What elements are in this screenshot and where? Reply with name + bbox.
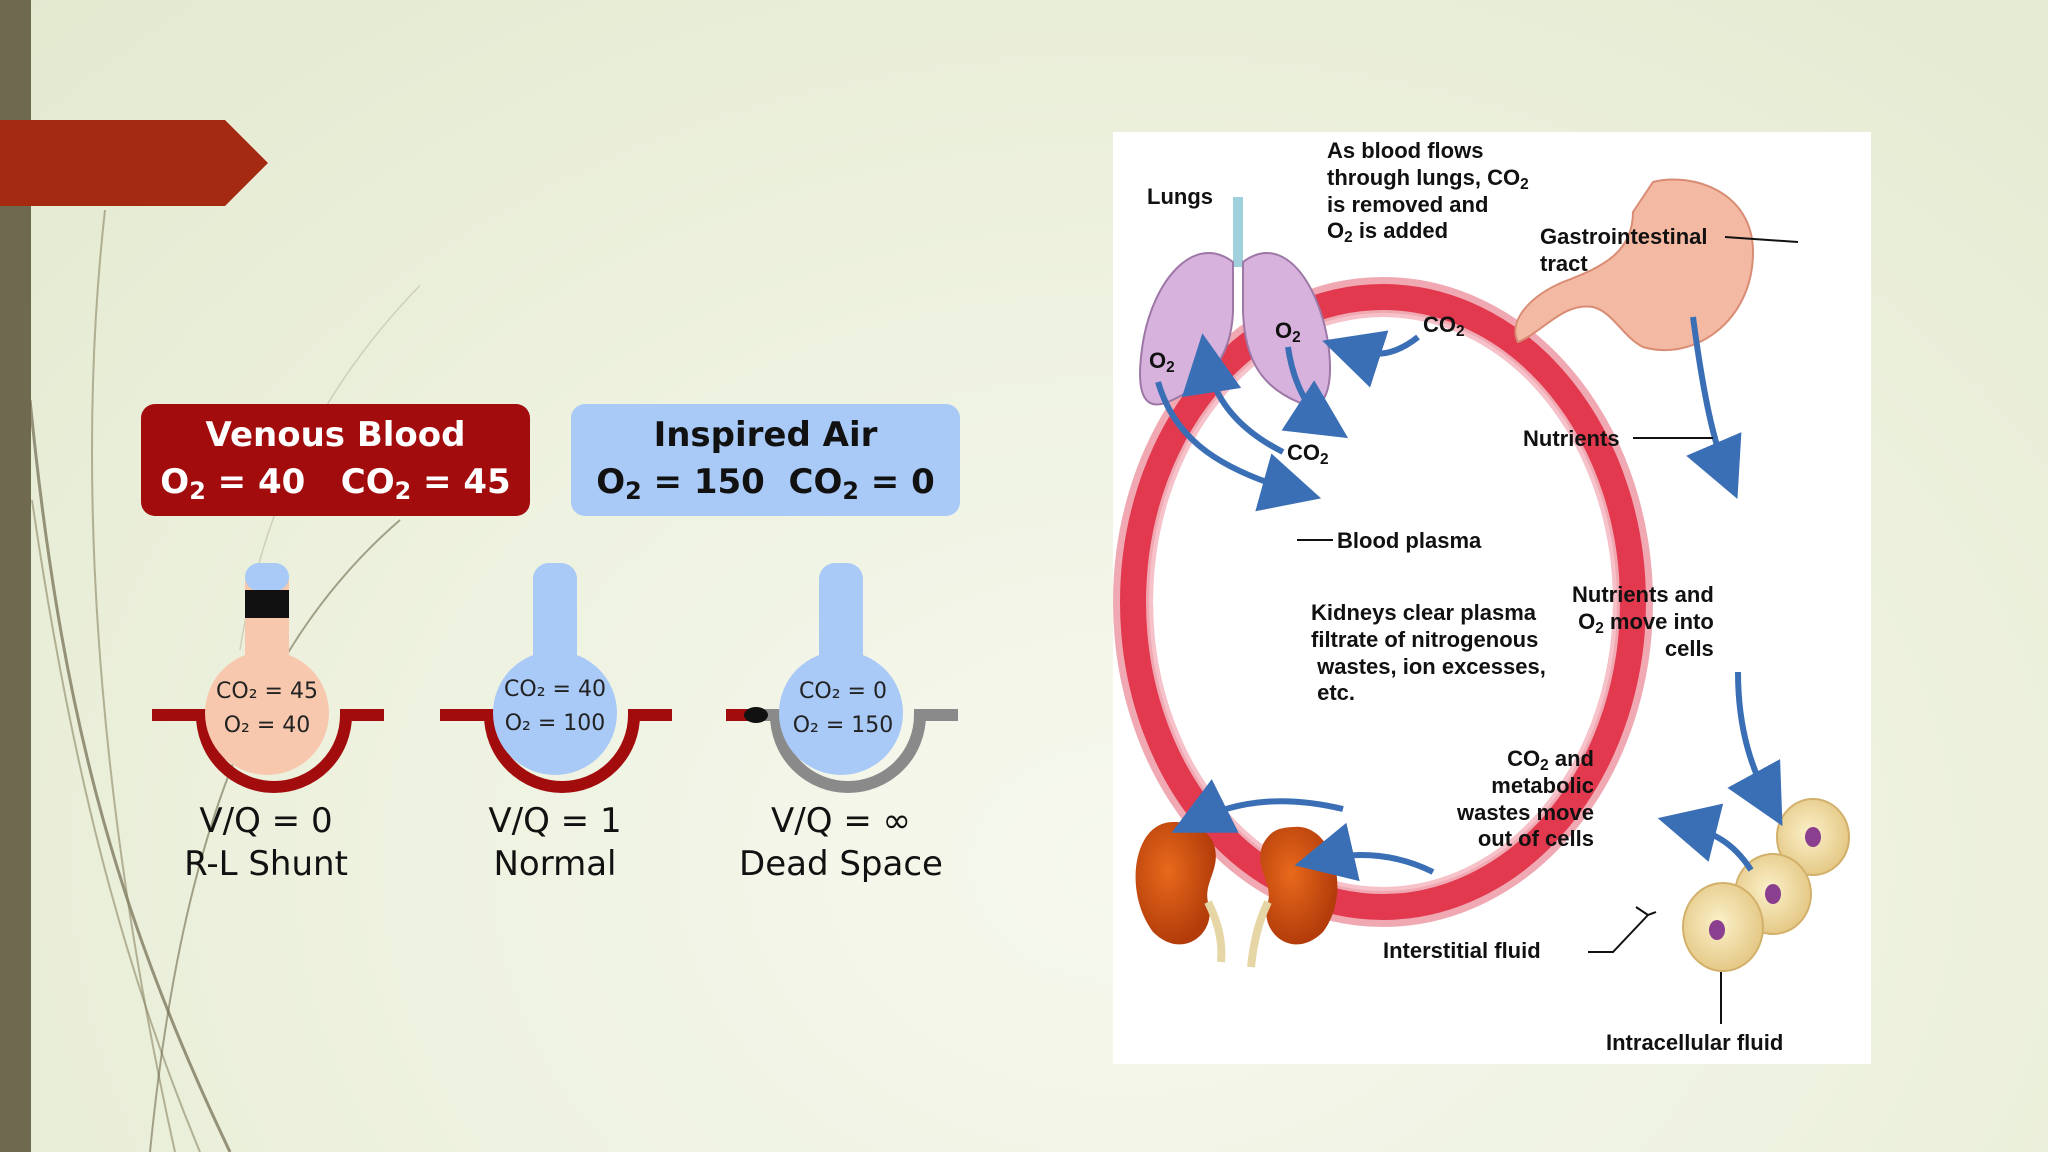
label-co2-wastes: CO2 and metabolic wastes move out of cel… — [1457, 746, 1594, 852]
label-interstitial-fluid: Interstitial fluid — [1383, 938, 1541, 963]
normal-o2: O₂ = 100 — [505, 711, 606, 736]
normal-co2: CO₂ = 40 — [504, 677, 606, 702]
venous-values: O2 = 40 CO2 = 45 — [160, 461, 511, 505]
label-nutrients-o2: Nutrients and O2 move into cells — [1572, 582, 1714, 661]
label-nutrients: Nutrients — [1523, 426, 1620, 451]
label-o2-lung-left: O2 — [1149, 348, 1175, 376]
label-intracellular-fluid: Intracellular fluid — [1606, 1030, 1784, 1055]
label-o2-lung-right: O2 — [1275, 318, 1301, 346]
dead-o2: O₂ = 150 — [793, 713, 894, 738]
header-arrow-shape — [0, 120, 268, 206]
vq-unit-dead-space: CO₂ = 0 O₂ = 150 — [726, 563, 958, 793]
label-kidneys-note: Kidneys clear plasma filtrate of nitroge… — [1311, 600, 1546, 706]
vq-unit-normal: CO₂ = 40 O₂ = 100 — [440, 563, 672, 793]
dead-co2: CO₂ = 0 — [799, 679, 887, 704]
inspired-values: O2 = 150 CO2 = 0 — [596, 461, 935, 505]
shunt-o2: O₂ = 40 — [224, 713, 311, 738]
label-lungs: Lungs — [1147, 184, 1213, 209]
body-fluid-circulation-figure: Lungs As blood flows through lungs, CO2 … — [1113, 132, 1871, 1064]
label-co2-lower: CO2 — [1287, 440, 1329, 468]
circulation-drawing — [1113, 178, 1850, 1024]
cells-icon — [1682, 798, 1850, 972]
label-flow-note: As blood flows through lungs, CO2 is rem… — [1327, 138, 1529, 247]
vq-units-diagram: CO₂ = 45 O₂ = 40 CO₂ = 40 O₂ = 100 CO₂ =… — [152, 563, 958, 793]
leader-lines — [1297, 236, 1799, 1024]
flow-arrows — [1155, 316, 1783, 882]
inspired-air-box: Inspired Air O2 = 150 CO2 = 0 — [571, 404, 960, 516]
vq-unit-shunt: CO₂ = 45 O₂ = 40 — [152, 563, 384, 793]
inspired-title: Inspired Air — [653, 415, 878, 455]
stomach-icon — [1514, 178, 1755, 352]
shunt-co2: CO₂ = 45 — [216, 679, 318, 704]
vq-label-dead-space: V/Q = ∞Dead Space — [739, 801, 943, 884]
venous-title: Venous Blood — [205, 415, 466, 455]
venous-blood-box: Venous Blood O2 = 40 CO2 = 45 — [141, 404, 530, 516]
label-co2-top: CO2 — [1423, 312, 1465, 340]
label-blood-plasma: Blood plasma — [1337, 528, 1482, 553]
